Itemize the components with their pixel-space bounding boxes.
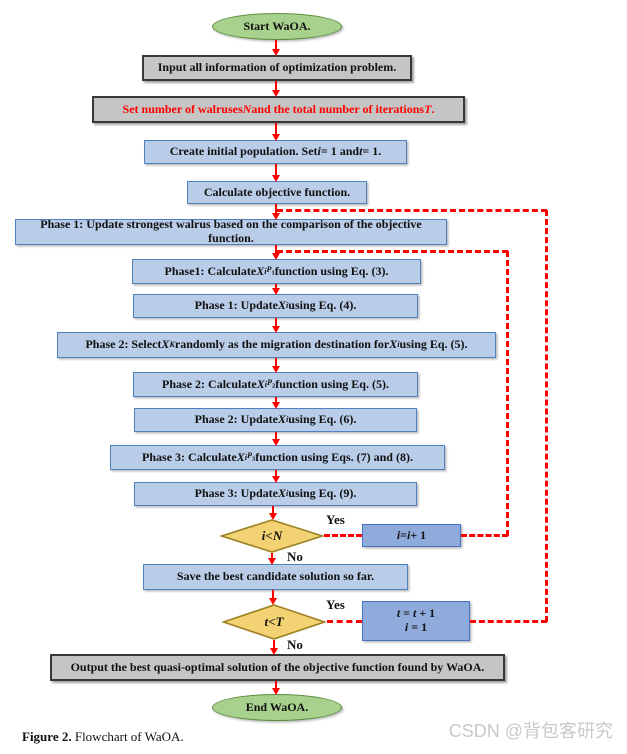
decision-t-label: t < T <box>264 614 284 629</box>
flow-arrow <box>275 432 277 441</box>
yes-branch-i-line <box>324 534 362 537</box>
flow-arrow <box>275 204 277 215</box>
no-label-t: No <box>287 637 303 652</box>
figure-caption: Figure 2. Flowchart of WaOA. <box>22 729 184 745</box>
end-terminal: End WaOA. <box>212 694 342 721</box>
start-terminal: Start WaOA. <box>212 13 342 40</box>
flow-arrow <box>275 470 277 478</box>
no-label-i: No <box>287 549 303 564</box>
calc-objective-box: Calculate objective function. <box>187 181 367 204</box>
yes-label-i: Yes <box>326 512 345 527</box>
flow-arrow <box>275 164 277 177</box>
t-loop-top-line <box>277 209 547 212</box>
i-loop-top-line <box>277 250 508 253</box>
flow-arrow <box>271 553 273 560</box>
increment-t-line2: i = 1 <box>404 620 428 634</box>
flow-arrow <box>275 245 277 255</box>
t-loop-bottom-line <box>470 620 547 623</box>
decision-i-label: i < N <box>261 528 283 543</box>
flow-arrow <box>272 590 274 600</box>
input-info-box: Input all information of optimization pr… <box>142 55 412 81</box>
yes-label-t: Yes <box>326 597 345 612</box>
yes-branch-t-line <box>327 620 362 623</box>
phase1-update-strongest-box: Phase 1: Update strongest walrus based o… <box>15 217 447 245</box>
flow-arrow <box>275 40 277 51</box>
flow-arrow <box>275 81 277 92</box>
diamond-shape <box>220 604 328 640</box>
diamond-shape <box>218 519 326 553</box>
flow-arrow <box>275 123 277 136</box>
flow-arrow <box>275 318 277 328</box>
flow-arrow <box>275 358 277 368</box>
flow-arrow <box>275 681 277 690</box>
create-population-box: Create initial population. Set i = 1 and… <box>144 140 407 164</box>
watermark-text: CSDN @背包客研究 <box>448 721 613 741</box>
i-loop-bottom-line <box>461 534 508 537</box>
increment-t-line1: t = t + 1 <box>396 606 436 621</box>
save-best-box: Save the best candidate solution so far. <box>143 564 408 590</box>
flow-arrow <box>273 640 275 650</box>
figure-caption-label: Figure 2. <box>22 729 72 744</box>
figure-caption-text: Flowchart of WaOA. <box>74 729 184 744</box>
output-box: Output the best quasi-optimal solution o… <box>50 654 505 681</box>
i-loop-vertical-line <box>506 251 509 536</box>
flow-arrow <box>275 397 277 404</box>
flow-arrow <box>272 506 274 515</box>
increment-t-box: t = t + 1 i = 1 <box>362 601 470 641</box>
set-parameters-box: Set number of walruses N and the total n… <box>92 96 465 123</box>
flow-arrow <box>275 284 277 290</box>
decision-i-diamond: i < N <box>218 519 326 553</box>
t-loop-vertical-line <box>545 210 548 622</box>
decision-t-diamond: t < T <box>220 604 328 640</box>
increment-i-box: i = i + 1 <box>362 524 461 547</box>
